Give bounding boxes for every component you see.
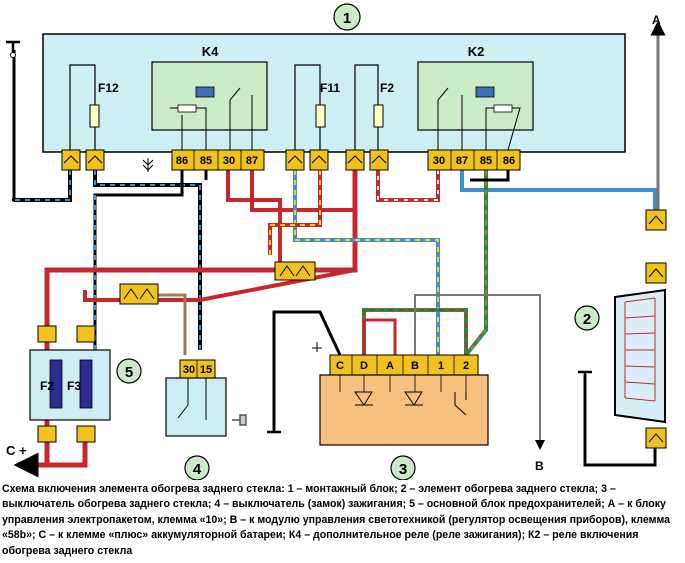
wire-k4-86 xyxy=(93,170,184,350)
wire-ground-left xyxy=(12,50,16,202)
fuse-block-number: 5 xyxy=(125,364,133,381)
k4-pin-85: 85 xyxy=(200,155,212,167)
ignition-pin-30: 30 xyxy=(183,364,195,376)
heater-number: 2 xyxy=(583,311,591,328)
k2-pin-30: 30 xyxy=(433,155,445,167)
relay-k4-label: K4 xyxy=(202,44,219,59)
fuse-block-f3-label: F3 xyxy=(67,379,81,393)
wire-heater-ground xyxy=(583,375,657,467)
wire-black-blue-1 xyxy=(14,170,72,202)
switch-pin-2: 2 xyxy=(463,360,469,372)
ignition-switch: 30 15 4 xyxy=(165,359,247,480)
key-icon xyxy=(232,414,247,426)
wire-k2-86 xyxy=(470,170,510,182)
switch-pin-b: B xyxy=(411,360,419,372)
switch-pin-c: C xyxy=(336,360,344,372)
k2-pin-87: 87 xyxy=(456,155,468,167)
switch-pin-a: A xyxy=(386,360,394,372)
fuse-block: F2 F3 5 xyxy=(29,325,142,443)
mounting-block: 1 F12 K4 F11 F2 xyxy=(42,3,626,172)
wire-switch-b-gray xyxy=(414,294,545,450)
heater-element: 2 xyxy=(574,209,667,449)
relay-k2: K2 xyxy=(417,44,534,151)
fuse-block-f2-label: F2 xyxy=(40,379,54,393)
switch-number: 3 xyxy=(399,461,407,478)
ground-symbols xyxy=(6,40,592,434)
k4-pin-86: 86 xyxy=(176,155,188,167)
arrow-a-label: A xyxy=(652,13,661,27)
wire-blue-k2 xyxy=(460,170,657,210)
k4-pin-30: 30 xyxy=(223,155,235,167)
ignition-pin-15: 15 xyxy=(200,364,212,376)
wire-battery xyxy=(32,440,88,468)
switch-pin-d: D xyxy=(360,360,368,372)
ignition-number: 4 xyxy=(193,461,202,478)
wiring-diagram: 1 F12 K4 F11 F2 xyxy=(6,3,667,480)
rear-window-switch: C D A B 1 2 3 xyxy=(312,342,489,480)
wire-switch-c xyxy=(272,310,342,430)
battery-label: C + xyxy=(6,443,27,458)
fuse-f2-label: F2 xyxy=(380,81,394,95)
connector-marker xyxy=(142,158,154,172)
wire-green xyxy=(464,170,488,357)
fuse-f2: F2 xyxy=(354,64,394,150)
diagram-caption: Схема включения элемента обогрева заднег… xyxy=(2,483,671,557)
wire-red-k2-30 xyxy=(376,170,440,202)
inline-connector-left xyxy=(119,283,159,305)
inline-connector-mid xyxy=(274,261,316,281)
k2-pin-86: 86 xyxy=(503,155,515,167)
connector-row: 86 85 30 87 30 87 85 86 xyxy=(61,149,521,171)
fuse-f12: F12 xyxy=(69,64,119,150)
wire-switch-d-red xyxy=(362,318,397,355)
fuse-f11: F11 xyxy=(294,64,340,150)
fuse-f11-label: F11 xyxy=(320,81,340,95)
k4-pin-87: 87 xyxy=(246,155,258,167)
wire-yellow-blue xyxy=(293,170,440,355)
fuse-f12-label: F12 xyxy=(98,81,119,95)
relay-k4: K4 xyxy=(151,44,268,150)
arrow-b-label: B xyxy=(535,459,544,473)
wire-red-k4-87 xyxy=(250,170,357,270)
switch-pin-1: 1 xyxy=(438,360,444,372)
relay-k2-label: K2 xyxy=(468,44,485,59)
mounting-block-number: 1 xyxy=(343,10,351,27)
k2-pin-85: 85 xyxy=(480,155,492,167)
